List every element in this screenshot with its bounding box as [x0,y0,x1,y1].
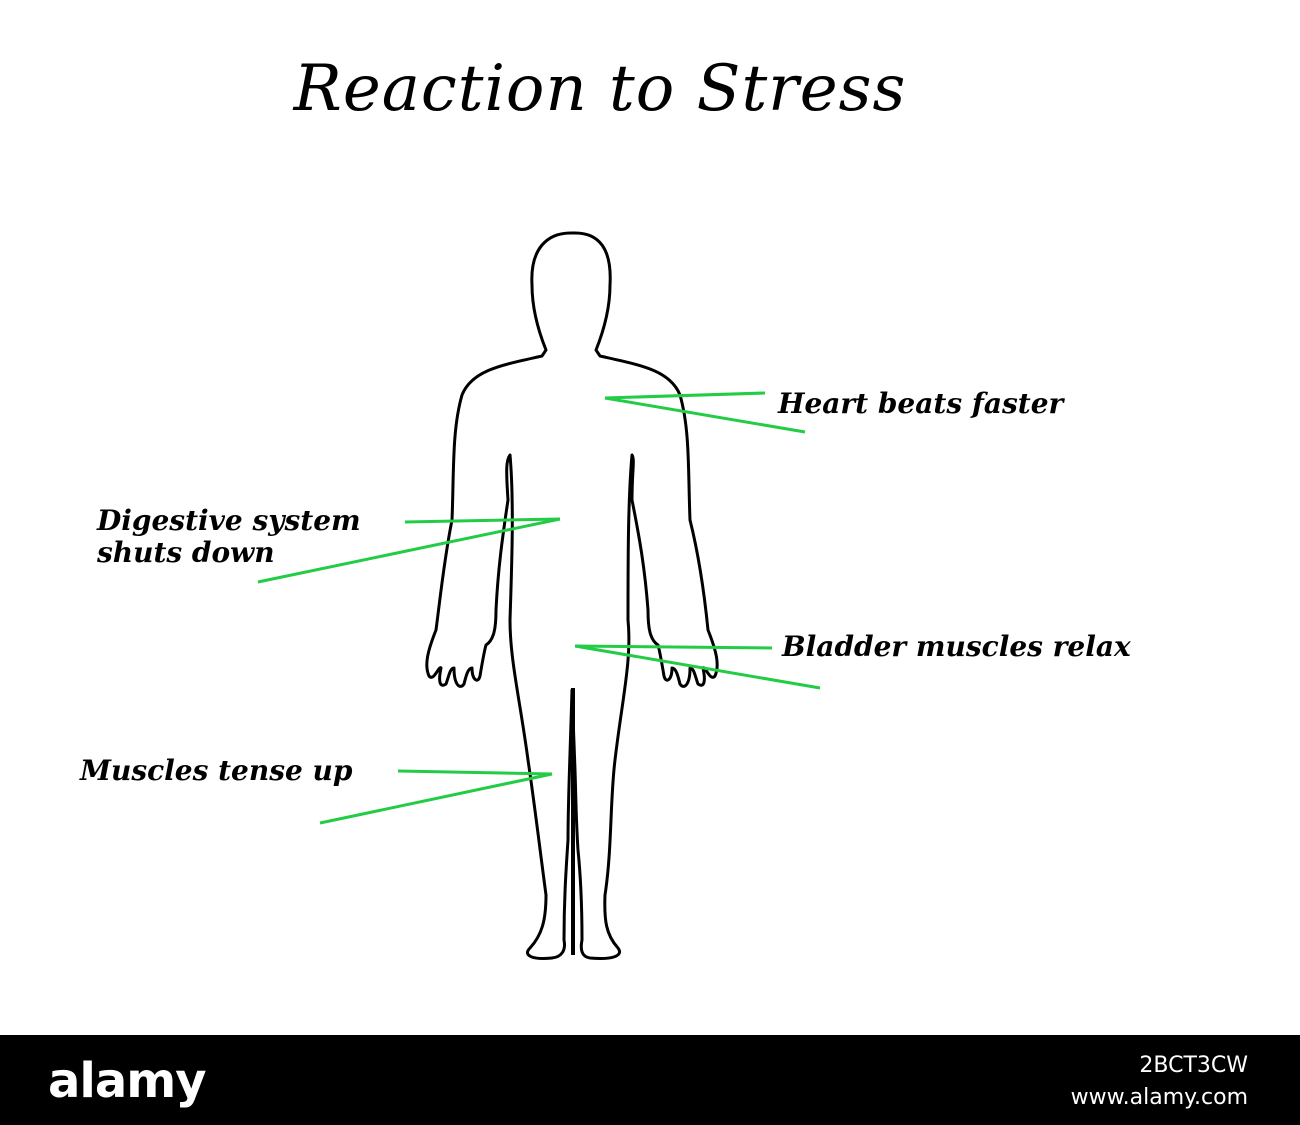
body-diagram [257,231,821,960]
stock-url: www.alamy.com [1070,1085,1248,1110]
label-heart: Heart beats faster [778,387,1064,420]
pointer-muscles [319,769,553,825]
diagram-canvas: Reaction to Stress Heart beats faster Di… [80,52,1131,960]
label-bladder: Bladder muscles relax [782,630,1131,663]
image-id: 2BCT3CW [1139,1053,1248,1078]
label-digestive: Digestive system shuts down [97,505,361,569]
pointer-digestive [257,517,561,584]
watermark-footer: alamy 2BCT3CW www.alamy.com [0,1035,1300,1125]
label-digestive-line1: Digestive system [97,504,361,537]
label-digestive-line2: shuts down [97,536,275,569]
diagram-title: Reaction to Stress [293,52,907,126]
brand-logo: alamy [48,1053,207,1109]
pointer-heart [604,391,806,434]
pointer-bladder [574,644,821,690]
label-muscles: Muscles tense up [80,754,353,787]
